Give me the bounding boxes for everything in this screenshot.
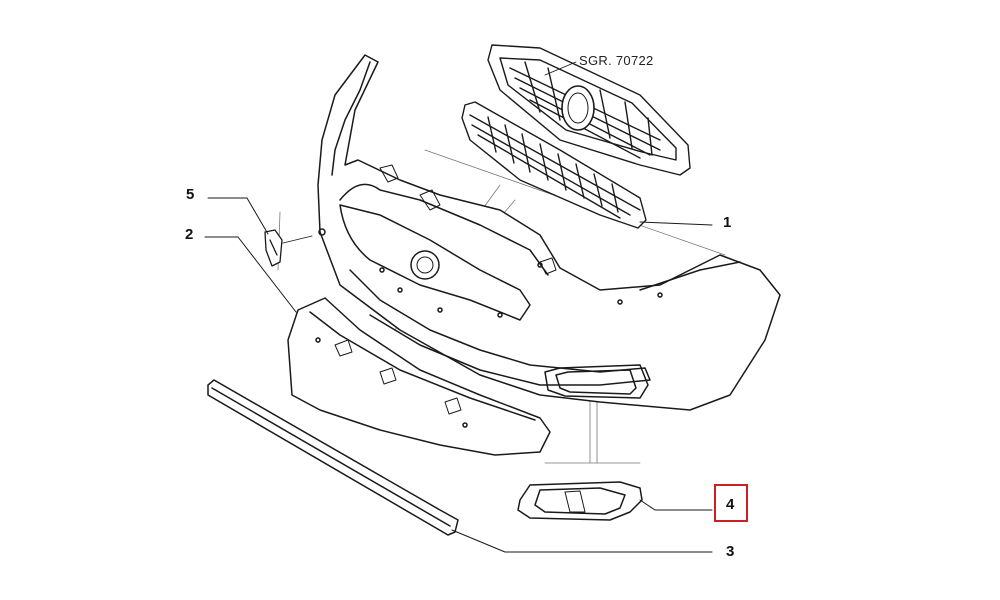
reference-leader [544, 61, 577, 76]
highlighted-callout-box [714, 484, 748, 522]
lower-spoiler-part-2 [287, 297, 551, 456]
brand-emblem-icon [561, 85, 595, 131]
reference-number: SGR. 70722 [579, 53, 654, 68]
leader-line-3 [451, 529, 506, 553]
leader-line-4 [639, 499, 656, 511]
trim-strip-part-3 [207, 379, 459, 536]
callout-5: 5 [186, 186, 195, 203]
fog-lamp-bezel-part-4 [517, 481, 643, 521]
lower-grille-part-1 [461, 101, 647, 229]
upper-grille [487, 44, 691, 176]
leader-line-2b [237, 236, 297, 313]
callout-2: 2 [185, 226, 194, 243]
callout-4: 4 [726, 496, 735, 513]
leader-line-1 [639, 221, 713, 226]
callout-1: 1 [723, 214, 732, 231]
front-bumper-cover [317, 54, 781, 411]
emblem-mount-icon [410, 250, 440, 280]
side-bracket-part-5 [264, 229, 313, 267]
callout-3: 3 [726, 543, 735, 560]
leader-line-5b [246, 197, 269, 235]
